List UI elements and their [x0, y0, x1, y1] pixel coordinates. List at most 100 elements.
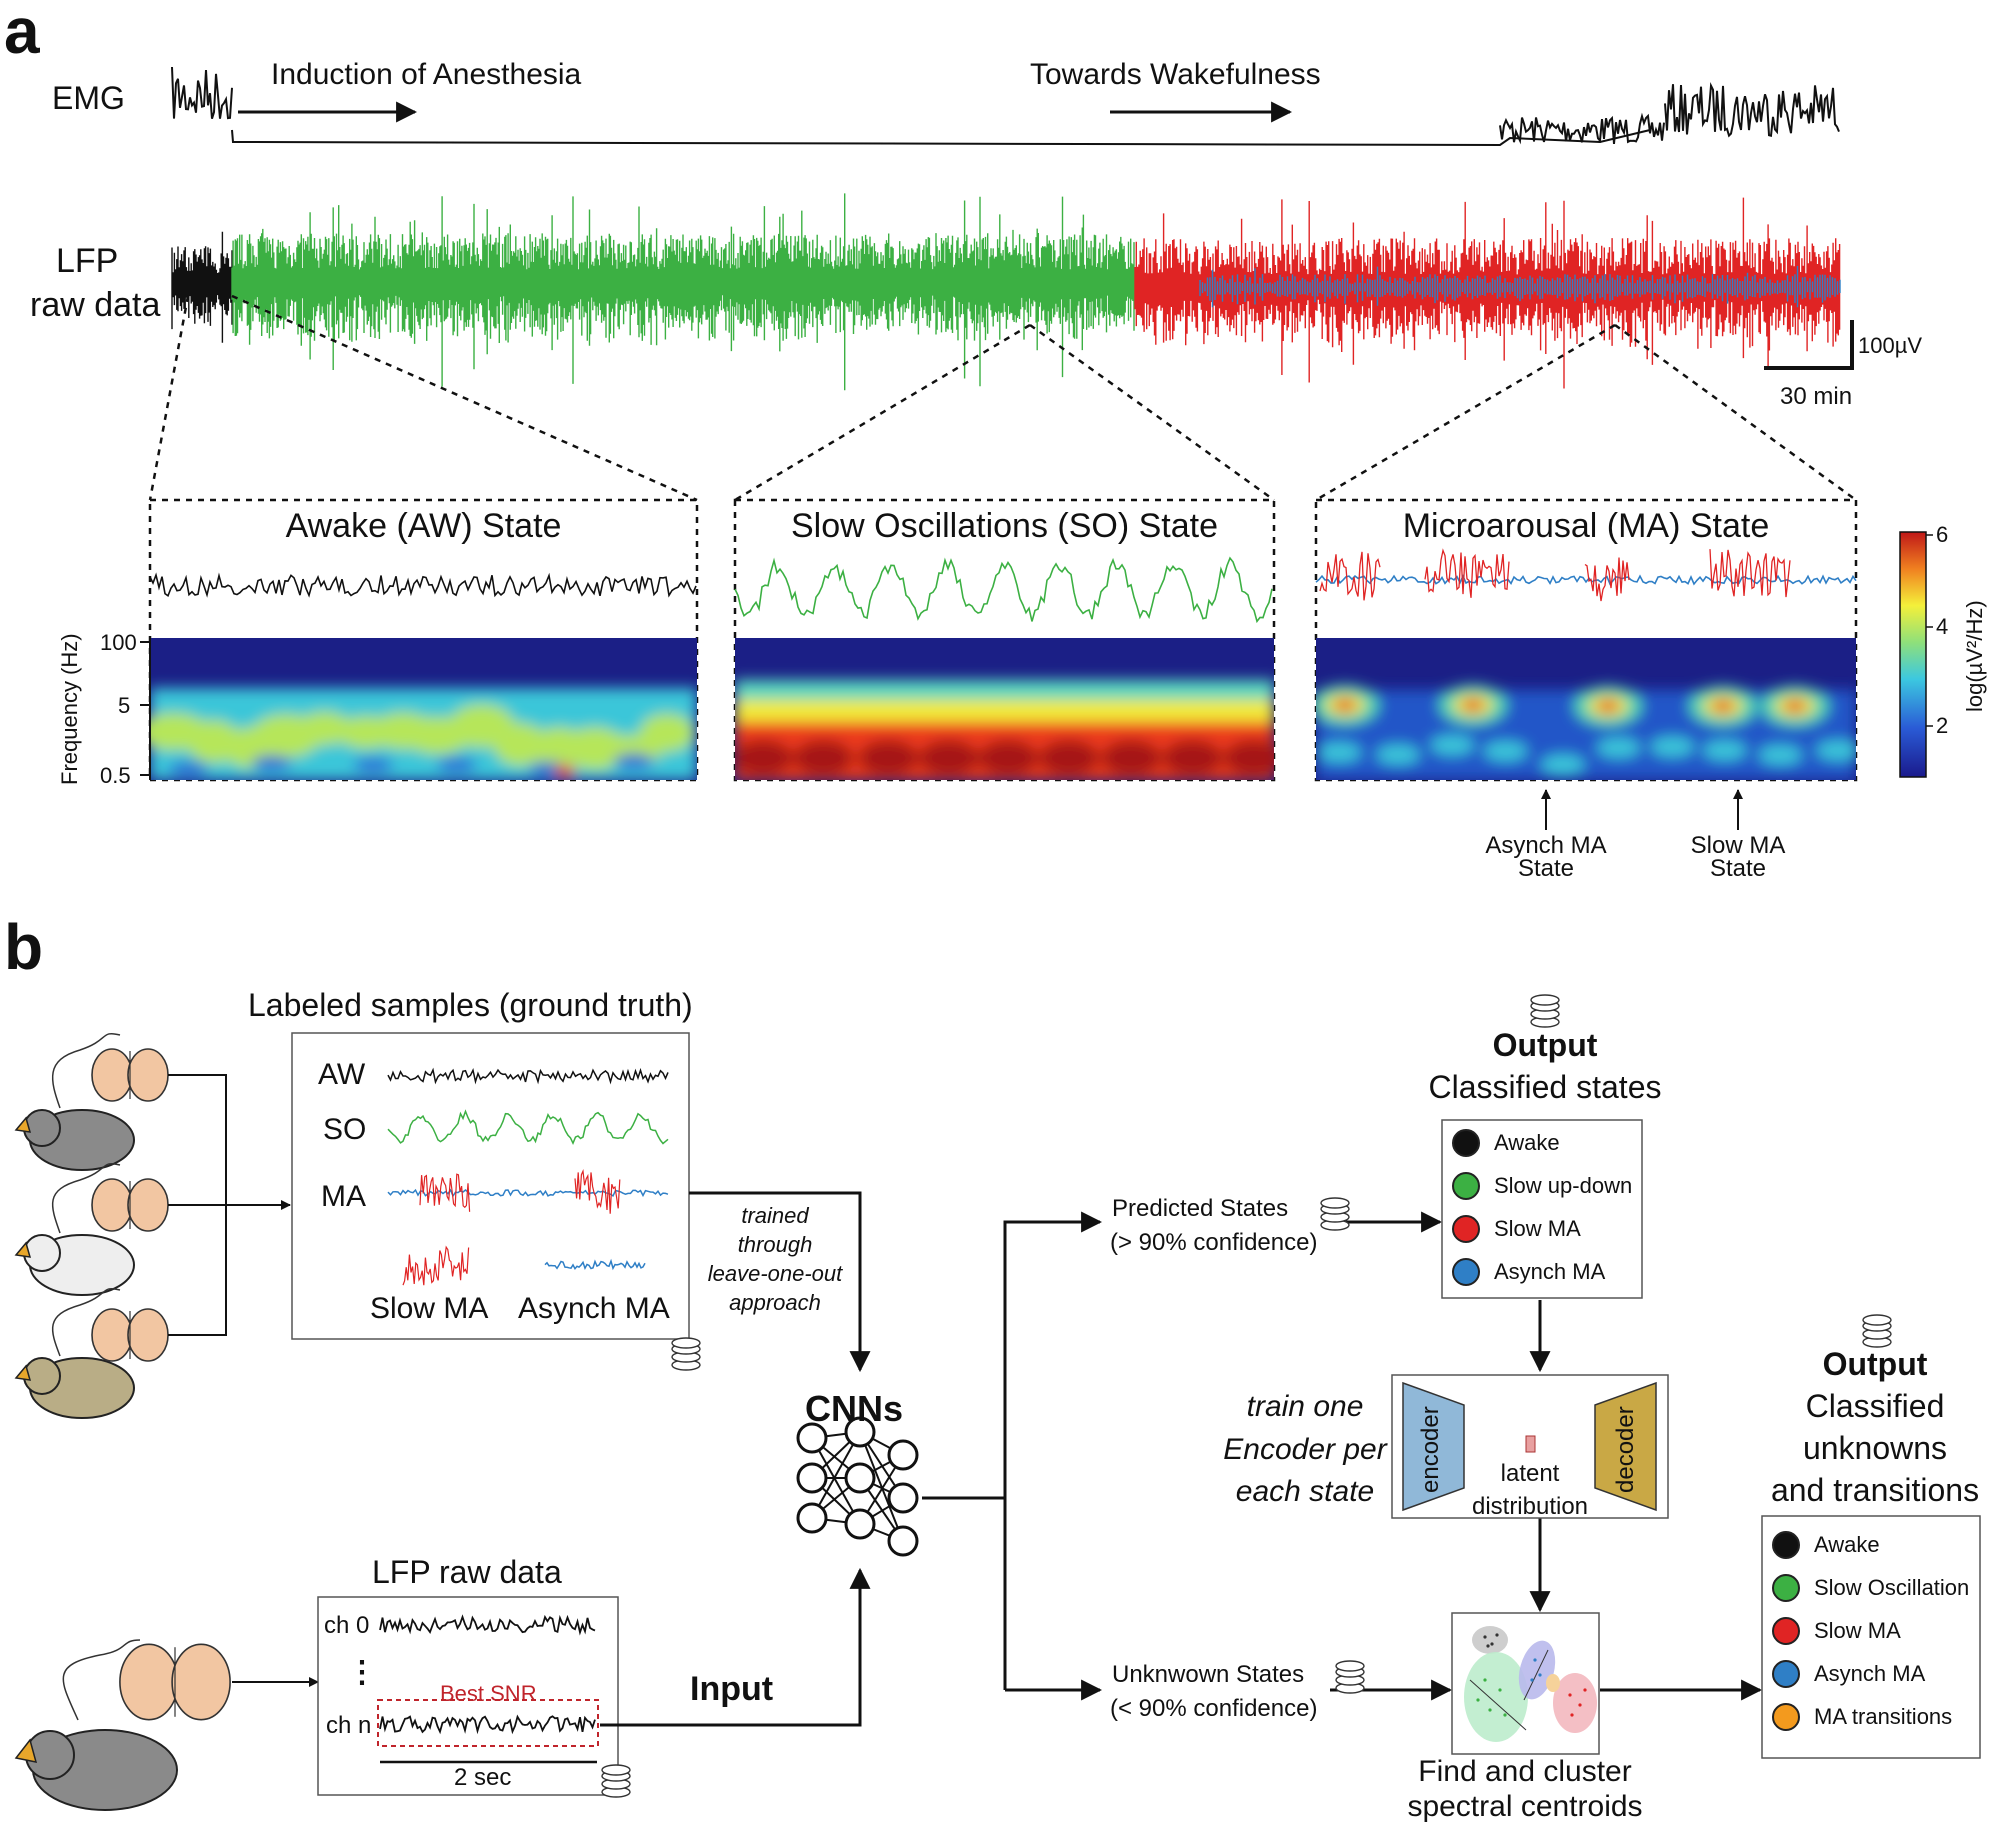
cnn-node	[796, 1422, 828, 1454]
cbar-tick-6: 6	[1936, 522, 1949, 547]
cnn-edge	[811, 1437, 861, 1525]
cnn-edge	[811, 1431, 861, 1519]
brain-1	[91, 1048, 169, 1102]
legend-2-asynch-ma: Asynch MA	[1772, 1652, 1969, 1695]
cnn-edge	[859, 1431, 904, 1542]
brain-3-right	[127, 1308, 169, 1362]
brains-group	[91, 1048, 231, 1721]
brain-2	[91, 1178, 169, 1232]
aw-blob-low	[613, 753, 654, 770]
lfp-raw-label: raw data	[30, 286, 161, 324]
labeled-asynch-ma: Asynch MA	[518, 1292, 670, 1325]
slow-ma-dot	[1452, 1214, 1480, 1243]
brain-4-left	[119, 1643, 179, 1721]
legend-2-slow-oscillation-label: Slow Oscillation	[1814, 1574, 1970, 1600]
cbar-tick-2: 2	[1936, 713, 1949, 738]
cnns-label: CNNs	[805, 1388, 904, 1429]
brain-3	[91, 1308, 169, 1362]
cnn-node	[887, 1525, 919, 1557]
cluster-plot	[1464, 1626, 1597, 1742]
zoom-lines	[148, 294, 1857, 502]
cnn-node	[887, 1439, 919, 1471]
aw-blob-low	[168, 761, 209, 778]
ma-burst-core-1	[1463, 699, 1483, 711]
encoder-shape	[1402, 1381, 1465, 1512]
legend-1-asynch-ma: Asynch MA	[1452, 1250, 1632, 1293]
channel-n: ch n	[326, 1712, 372, 1739]
legend-2: Awake Slow Oscillation Slow MA Asynch MA…	[1772, 1523, 1969, 1738]
database-icon-predicted-top	[1320, 1197, 1350, 1209]
legend-2-awake: Awake	[1772, 1523, 1969, 1566]
cnn-node	[844, 1462, 876, 1494]
lfp-label: LFP	[56, 242, 119, 280]
mouse-2	[14, 1162, 135, 1296]
best-snr-box	[377, 1699, 599, 1747]
encoder-label: encoder	[1417, 1406, 1444, 1493]
database-icon-output-2-top	[1862, 1314, 1892, 1326]
database-icon-output-2	[1862, 1314, 1892, 1348]
raw-chn-trace	[379, 1714, 596, 1735]
spectrogram-ma	[1316, 638, 1856, 780]
legend-1-slow-up-down-label: Slow up-down	[1494, 1172, 1633, 1198]
database-icon-raw	[601, 1764, 631, 1798]
database-icon-output-top	[1530, 994, 1560, 1006]
slow-ma-dot-2	[1772, 1616, 1800, 1645]
labeled-slow-ma: Slow MA	[370, 1292, 489, 1325]
labeled-samples-box	[291, 1032, 690, 1340]
legend-1-awake-label: Awake	[1494, 1129, 1560, 1155]
decoder-shape	[1594, 1381, 1657, 1512]
lfp-overview-group	[171, 193, 1841, 391]
trained-4: approach	[729, 1290, 821, 1315]
freq-axis-title: Frequency (Hz)	[57, 633, 82, 785]
ma-blob-cyan	[1702, 740, 1747, 761]
asynch-ma-annot-2: State	[1517, 855, 1575, 882]
brain-2-left	[91, 1178, 133, 1232]
emg-trace-start	[171, 66, 233, 120]
brain-1-right	[127, 1048, 169, 1102]
slow-ma-annot-1: Slow MA	[1690, 832, 1786, 859]
ma-blob-cyan	[1650, 736, 1695, 757]
ma-blob-cyan	[1596, 737, 1641, 758]
lfp-asynch-ma-segment	[1199, 265, 1841, 308]
trace-label-so: SO	[323, 1113, 367, 1146]
mouse-3	[14, 1287, 135, 1419]
so-blob	[1038, 740, 1099, 776]
brain-4	[119, 1643, 231, 1721]
two-sec-label: 2 sec	[454, 1764, 512, 1791]
predicted-states-label: Predicted States	[1112, 1195, 1289, 1222]
so-blob	[735, 740, 793, 776]
aw-state-title: Awake (AW) State	[285, 507, 562, 545]
state-traces	[149, 548, 1857, 624]
unknown-states-label: Unknwown States	[1112, 1661, 1305, 1688]
trained-2: through	[737, 1232, 813, 1257]
legend-1-awake: Awake	[1452, 1121, 1632, 1164]
legend-1-slow-ma-label: Slow MA	[1494, 1215, 1581, 1241]
aw-blob	[297, 711, 352, 746]
ma-burst-core-2	[1598, 700, 1618, 712]
so-blob	[793, 740, 854, 776]
raw-traces	[379, 1614, 596, 1735]
aw-blob	[493, 722, 547, 767]
labeled-asynch-sample	[544, 1258, 646, 1271]
unknown-confidence: (< 90% confidence)	[1110, 1695, 1318, 1722]
so-trace	[734, 556, 1273, 624]
asynch-ma-annot-1: Asynch MA	[1485, 832, 1607, 859]
labeled-so-trace	[387, 1109, 669, 1146]
ma-blob-cyan	[1317, 742, 1362, 763]
slow-up-down-dot	[1452, 1171, 1480, 1200]
so-state-box	[733, 498, 1276, 782]
spectrogram-aw	[150, 638, 697, 780]
ma-burst-trace-1	[1424, 548, 1510, 598]
output-1-title: Output	[1492, 1027, 1598, 1063]
aw-blob-low	[436, 757, 477, 774]
cnn-node	[887, 1482, 919, 1514]
legend-1: Awake Slow up-down Slow MA Asynch MA	[1452, 1121, 1632, 1293]
labeled-ma-burst-2	[574, 1168, 621, 1214]
latent-label-2: distribution	[1471, 1493, 1589, 1520]
brain-2-right	[127, 1178, 169, 1232]
labeled-traces	[387, 1067, 669, 1286]
colorbar-title: log(µV²/Hz)	[1962, 600, 1987, 712]
emg-trace-group	[171, 66, 1840, 147]
emg-trace-wake	[1664, 82, 1840, 138]
